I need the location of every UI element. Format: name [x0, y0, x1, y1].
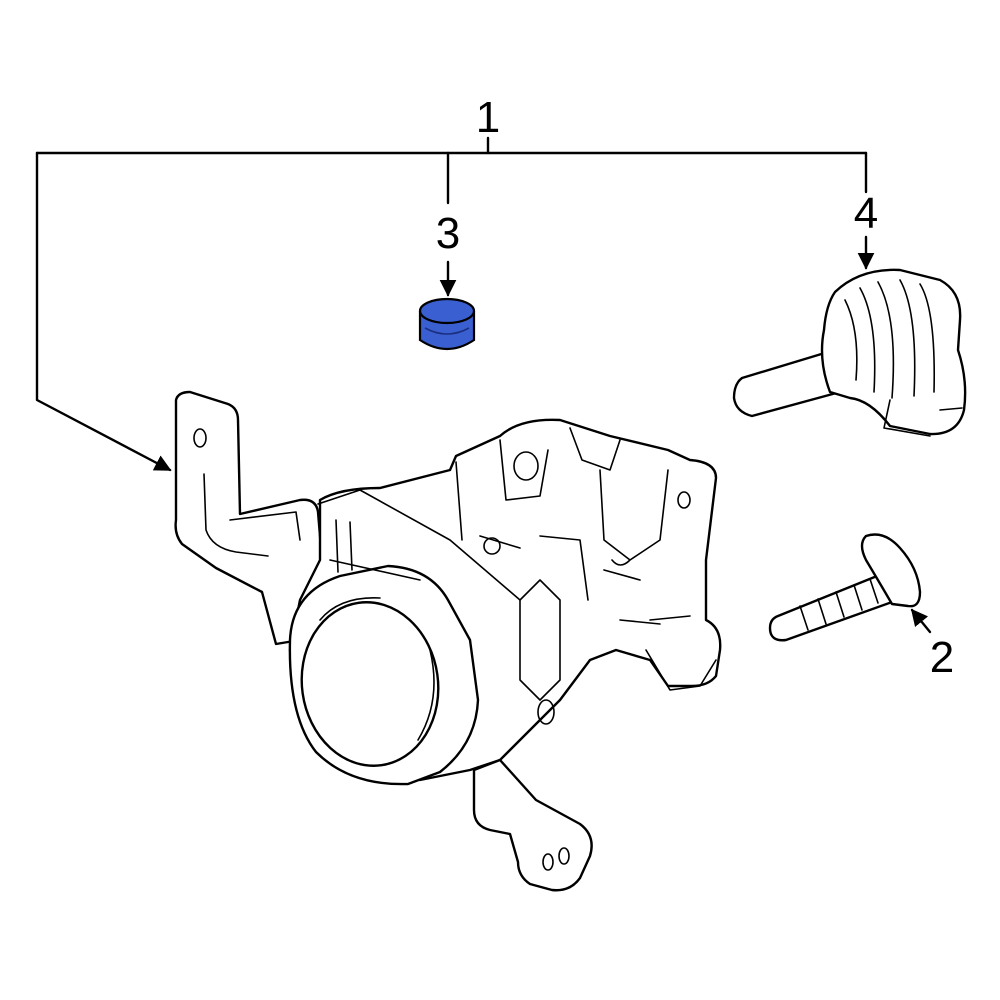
- callout-3-label: 3: [435, 209, 461, 258]
- cap-part: [418, 297, 476, 351]
- cap-top: [418, 297, 476, 325]
- housing-bolt-right: [677, 491, 691, 509]
- mounting-bracket-bottom: [472, 758, 593, 892]
- bulb-ribs: [844, 279, 936, 399]
- screw-part: [768, 533, 922, 642]
- screw-head: [860, 533, 922, 608]
- lamp-lens-ring: [319, 597, 435, 741]
- adjuster-hole: [537, 699, 555, 725]
- bulb-connector: [883, 399, 963, 437]
- bulb-glass: [732, 350, 842, 418]
- cap-edge: [424, 327, 470, 335]
- housing-bolt-mid: [483, 537, 501, 555]
- bottom-bracket-hole-2: [558, 847, 570, 865]
- housing-details: [455, 427, 669, 625]
- bracket-hole: [193, 428, 207, 448]
- fog-lamp-assembly-part: [174, 390, 722, 892]
- screw-shank: [768, 572, 894, 642]
- bulb-part: [732, 268, 967, 437]
- bracket-strap: [317, 489, 521, 601]
- right-bracket: [645, 615, 717, 691]
- housing-bolt-top: [513, 451, 539, 481]
- callout-4-label: 4: [853, 189, 879, 238]
- leader-2-arrow: [910, 608, 932, 634]
- callout-1-label: 1: [475, 93, 501, 142]
- adjuster-screw: [519, 579, 561, 701]
- lamp-lens: [300, 601, 440, 767]
- bottom-bracket-hole-1: [542, 853, 554, 871]
- bracket-rib: [203, 473, 301, 557]
- leader-1-to-assembly: [35, 151, 172, 472]
- leader-lines: [35, 136, 932, 634]
- callout-2-label: 2: [929, 633, 955, 682]
- screw-threads: [799, 578, 879, 631]
